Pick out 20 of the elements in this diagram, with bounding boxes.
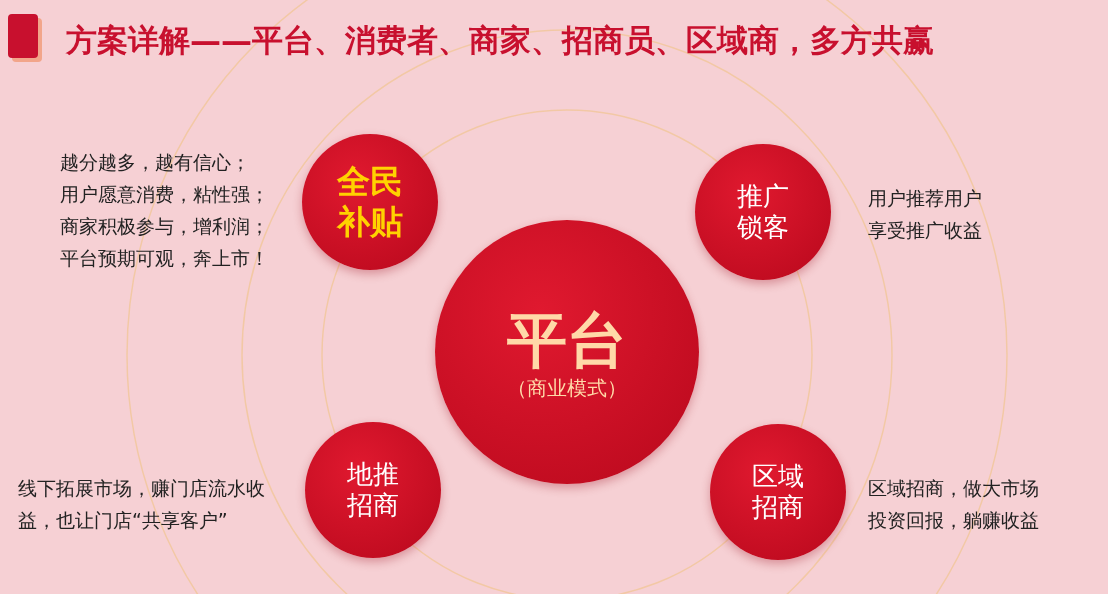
- center-title: 平台: [507, 304, 627, 376]
- description-text: 平台预期可观，奔上市！: [60, 246, 269, 271]
- description-text: 用户愿意消费，粘性强；: [60, 182, 269, 207]
- description-text: 线下拓展市场，赚门店流水收益，也让门店“共享客户”: [18, 476, 266, 533]
- center-subtitle: （商业模式）: [507, 376, 627, 400]
- description-text: 区域招商，做大市场: [868, 476, 1039, 501]
- circle-node: [710, 424, 846, 560]
- page-title: 方案详解——平台、消费者、商家、招商员、区域商，多方共赢: [66, 21, 934, 60]
- description-text: 享受推广收益: [868, 218, 982, 243]
- circle-node: [302, 134, 438, 270]
- circle-node: [305, 422, 441, 558]
- node-label: 区域招商: [751, 460, 805, 524]
- description-text: 越分越多，越有信心；: [60, 150, 251, 175]
- description-text: 用户推荐用户: [868, 186, 982, 211]
- circle-node: [695, 144, 831, 280]
- node-label: 全民补贴: [335, 162, 404, 242]
- node-label: 地推招商: [346, 458, 400, 522]
- node-label: 推广锁客: [736, 180, 790, 244]
- description-text: 投资回报，躺赚收益: [868, 508, 1039, 533]
- description-text: 商家积极参与，增利润；: [60, 214, 269, 239]
